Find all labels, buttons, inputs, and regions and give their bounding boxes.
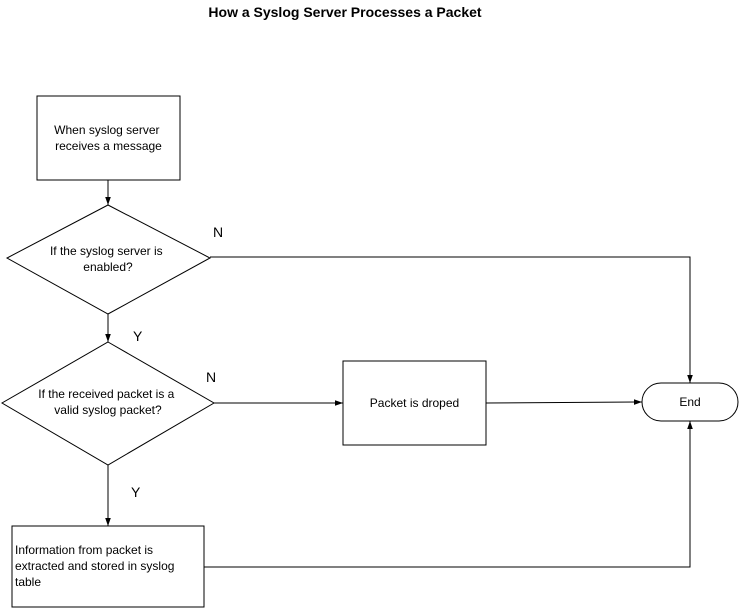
decision-valid-packet-text: If the received packet is a valid syslog… (38, 387, 177, 417)
packet-dropped-text: Packet is droped (370, 396, 459, 410)
start-process-box (36, 95, 181, 181)
edge-dropped-to-end (485, 399, 643, 405)
extract-store-text: Information from packet is extracted and… (15, 543, 178, 589)
edge-enabled-no (210, 256, 693, 383)
diagram-title: How a Syslog Server Processes a Packet (208, 4, 481, 20)
edge-label-valid-yes: Y (131, 484, 141, 500)
edge-label-enabled-yes: Y (133, 328, 143, 344)
edge-label-valid-no: N (206, 369, 216, 385)
edge-label-enabled-no: N (213, 224, 223, 240)
end-terminator-text: End (679, 395, 700, 409)
start-process-text: When syslog server receives a message (54, 123, 163, 153)
decision-server-enabled-text: If the syslog server is enabled? (50, 244, 166, 274)
edge-extract-to-end (204, 421, 693, 568)
